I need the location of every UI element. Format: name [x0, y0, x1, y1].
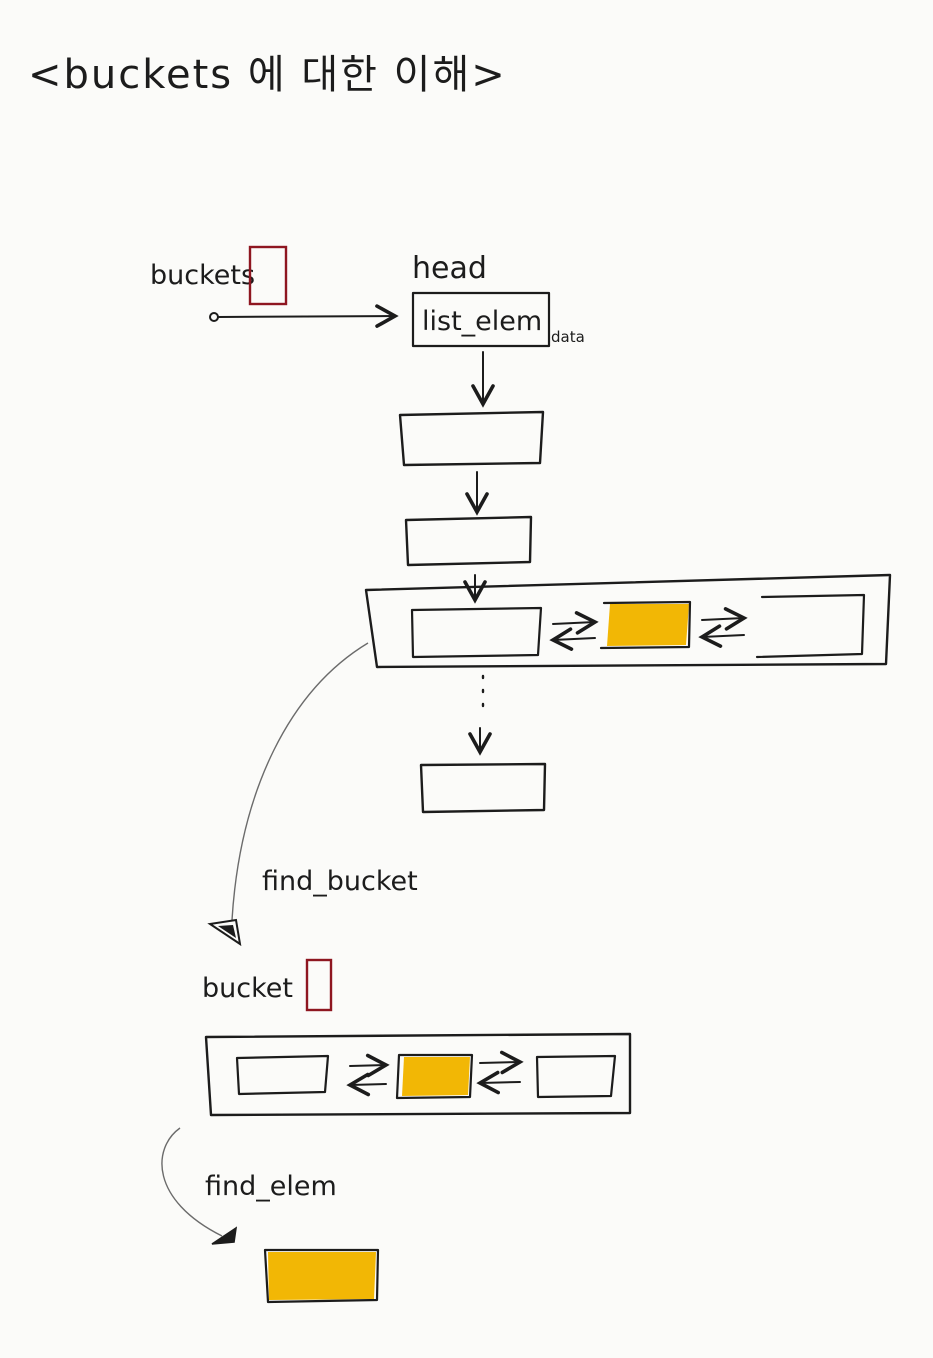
find-bucket-arrowhead	[207, 918, 242, 947]
found-link-next-1	[349, 1053, 390, 1078]
bucket-node-2	[404, 515, 533, 567]
find-bucket-label: find_bucket	[262, 866, 418, 897]
element-box-2	[599, 600, 692, 650]
found-element-fill	[268, 1252, 376, 1300]
find-elem-curve	[161, 1127, 223, 1237]
bucket-red-box	[305, 958, 333, 1012]
data-label: data	[551, 328, 585, 346]
find-elem-arrowhead	[211, 1226, 238, 1245]
element-box-3	[755, 593, 866, 659]
bucket-label: bucket	[202, 973, 293, 1004]
found-bucket-frame	[204, 1032, 632, 1117]
buckets-to-head-arrow	[217, 304, 399, 328]
link-arrow-prev-1	[549, 627, 596, 651]
pointer-origin-dot	[209, 312, 219, 322]
expanded-bucket-frame	[364, 573, 892, 669]
list-elem-box	[411, 291, 551, 348]
element-box-2-fill	[607, 604, 689, 646]
found-link-next-2	[479, 1050, 524, 1075]
find-elem-label: find_elem	[205, 1171, 337, 1202]
found-element-box-3	[535, 1054, 617, 1099]
found-link-prev-2	[476, 1070, 521, 1095]
link-arrow-next-2	[701, 607, 748, 631]
find-bucket-curve	[231, 642, 369, 921]
found-element-box-1	[235, 1054, 330, 1096]
buckets-red-box	[248, 245, 288, 306]
link-arrow-prev-2	[698, 624, 745, 648]
element-box-1	[410, 606, 543, 659]
find-bucket-arrowhead-fill	[218, 925, 236, 938]
found-element-box-2	[395, 1053, 474, 1100]
head-label: head	[412, 251, 487, 286]
bucket-node-last	[419, 762, 547, 814]
buckets-label: buckets	[150, 260, 255, 291]
found-link-prev-1	[346, 1072, 387, 1097]
bucket-node-1	[398, 410, 545, 467]
found-element-box-2-fill	[402, 1057, 470, 1096]
found-element-box	[263, 1248, 380, 1304]
list-elem-label: list_elem	[422, 306, 542, 337]
diagram-title: <buckets 에 대한 이해>	[28, 52, 507, 98]
link-arrow-next-1	[552, 611, 599, 635]
